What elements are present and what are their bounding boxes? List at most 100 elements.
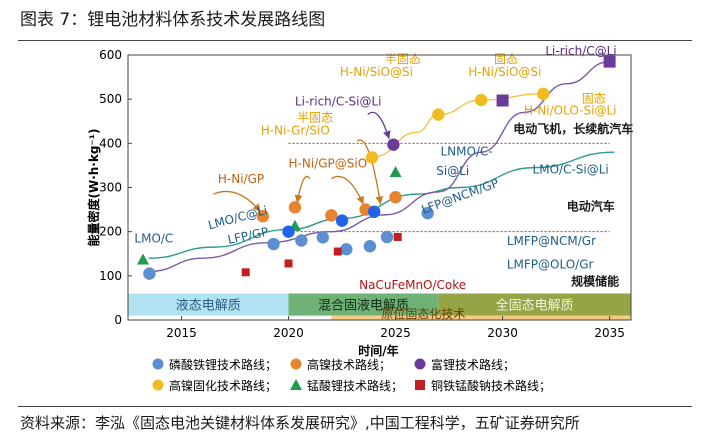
arrow-li-rich [367, 111, 391, 140]
axes: 0 100 200 300 400 500 600 2015 2020 2025 2030 2035 时… [86, 48, 632, 358]
point-2-0 [387, 138, 400, 151]
annotation-2: LFP/GP [226, 225, 269, 247]
annotation-3: H-Ni/GP [218, 172, 264, 186]
transition-arrows [213, 111, 391, 213]
legend-label-2: 富锂技术路线； [431, 357, 515, 372]
point-3-0 [365, 151, 379, 164]
point-0-1 [267, 237, 280, 251]
reference-lines [288, 142, 610, 233]
annotation-14: H-Ni/OLO-Si@Li [524, 104, 617, 118]
point-7-2 [367, 205, 381, 218]
arrow-h-ni-gp [213, 190, 262, 213]
point-7-1 [335, 214, 349, 227]
data-points [136, 55, 616, 280]
annotation-24: 规模储能 [571, 274, 619, 289]
annotation-11: H-Ni/SiO@Si [468, 65, 541, 79]
y-tick-label-5: 500 [99, 92, 122, 106]
annotation-5: 半固态 [297, 110, 333, 124]
x-tick-label-4: 2035 [594, 326, 625, 340]
annotation-19: LFP@NCM/GP [420, 176, 501, 217]
annotation-6: H-Ni-Gr/SiO [261, 124, 330, 138]
annotation-20: 电动汽车 [567, 198, 615, 213]
band-0 [128, 293, 289, 316]
legend-marker-0 [152, 358, 164, 370]
legend-marker-1 [290, 358, 302, 370]
band-2 [438, 293, 631, 316]
band-in-situ-label: 原位固态化技术 [381, 306, 465, 321]
y-tick-label-4: 400 [99, 136, 122, 150]
point-6-0 [496, 94, 509, 107]
annotation-12: Li-rich/C@Li [545, 44, 616, 58]
annotation-9: Li-rich/C-Si@Li [295, 94, 382, 108]
annotation-13: 固态 [582, 91, 606, 105]
point-0-2 [295, 234, 308, 247]
annotation-22: LMFP@OLO/Gr [507, 257, 594, 271]
point-5-3 [393, 232, 402, 241]
annotation-8: H-Ni/SiO@Si [340, 65, 413, 79]
figure-title: 图表 7：锂电池材料体系技术发展路线图 [20, 10, 326, 30]
point-1-2 [325, 209, 338, 222]
band-1 [288, 293, 439, 316]
y-tick-label-6: 600 [99, 48, 122, 62]
point-3-2 [474, 93, 488, 107]
annotation-16: LNMO/C- [441, 145, 493, 159]
point-3-3 [537, 87, 550, 101]
legend-marker-5 [415, 380, 425, 390]
y-tick-label-0: 0 [114, 313, 122, 327]
point-3-1 [432, 108, 445, 121]
point-0-7 [421, 206, 434, 220]
legend-marker-3 [152, 379, 164, 391]
legend-marker-4 [290, 379, 302, 390]
point-1-1 [288, 201, 302, 214]
y-axis-label: 能量密度(W·h·kg⁻¹) [86, 128, 101, 246]
y-tick-label-2: 200 [99, 225, 122, 239]
annotation-0: LMO/C [134, 232, 173, 246]
legend-label-4: 锰酸锂技术路线； [307, 378, 403, 393]
band-label-2: 全固态电解质 [496, 298, 574, 314]
point-0-0 [143, 267, 156, 280]
source-note: 资料来源：李泓《固态电池关键材料体系发展研究》,中国工程科学，五矿证券研究所 [20, 414, 580, 432]
legend-label-5: 铜铁锰酸钠技术路线； [431, 378, 551, 393]
x-tick-label-2: 2025 [380, 326, 411, 340]
curve-lmo [148, 151, 615, 259]
arrow-h-ni-gr-sio [356, 139, 384, 205]
point-4-0 [136, 253, 149, 265]
annotations: LMO/CLMO/C@LiLFP/GPH-Ni/GPH-Ni/GP@SiO半固态… [134, 44, 633, 292]
point-1-0 [256, 210, 270, 223]
annotation-15: 电动飞机，长续航汽车 [513, 121, 633, 136]
point-0-3 [316, 231, 329, 244]
y-tick-label-3: 300 [99, 181, 122, 195]
x-axis-label: 时间/年 [358, 343, 398, 358]
band-label-1: 混合固液电解质 [318, 299, 409, 314]
legend-marker-2 [414, 358, 426, 370]
arrow-h-ni-gp-sio-b [330, 175, 365, 205]
point-0-5 [363, 240, 377, 253]
point-5-0 [241, 268, 250, 277]
x-tick-label-3: 2030 [487, 326, 518, 340]
point-1-4 [389, 191, 402, 204]
annotation-17: Si@Li [436, 164, 469, 178]
annotation-21: LMFP@NCM/Gr [507, 234, 596, 248]
point-0-6 [380, 230, 394, 244]
annotation-4: H-Ni/GP@SiO [289, 157, 368, 171]
top-rule [18, 40, 692, 41]
point-6-1 [603, 55, 616, 68]
point-5-2 [333, 247, 342, 256]
annotation-18: LMO/C-Si@Li [533, 162, 609, 176]
legend: 磷酸铁锂技术路线； 高镍技术路线； 富锂技术路线； 高镍固化技术路线； 锰酸锂技术路线；… [152, 357, 551, 393]
point-0-4 [340, 243, 353, 256]
x-tick-label-1: 2020 [273, 326, 304, 340]
point-7-0 [282, 225, 295, 238]
legend-label-3: 高镍固化技术路线； [169, 378, 277, 393]
y-tick-label-1: 100 [99, 269, 122, 283]
band-in-situ [331, 315, 631, 320]
point-5-1 [284, 259, 293, 268]
legend-label-1: 高镍技术路线； [307, 357, 391, 372]
annotation-23: NaCuFeMnO/Coke [359, 278, 466, 292]
bottom-rule [18, 406, 692, 407]
band-label-0: 液态电解质 [176, 299, 241, 314]
x-tick-label-0: 2015 [166, 326, 197, 340]
arrow-h-ni-gp-sio-a [294, 175, 311, 204]
legend-label-0: 磷酸铁锂技术路线； [169, 357, 277, 372]
